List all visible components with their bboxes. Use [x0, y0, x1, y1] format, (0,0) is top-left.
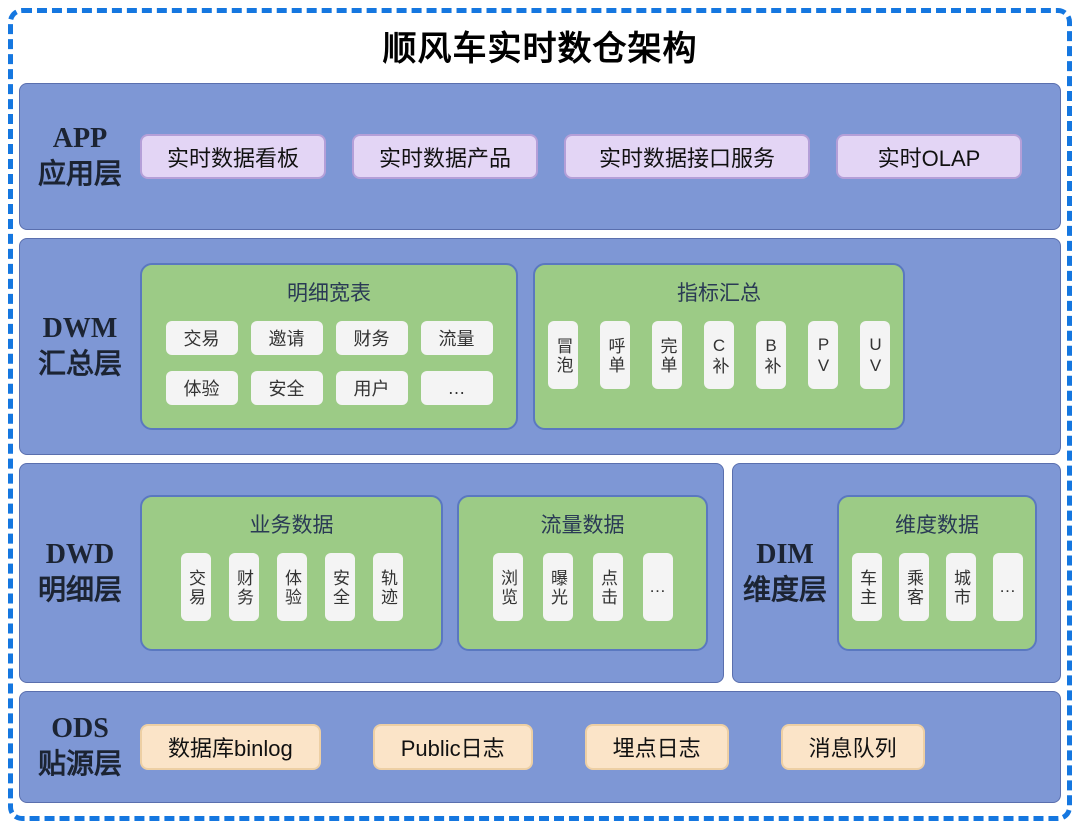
chip-uv: UV — [860, 321, 890, 389]
layer-dwm-label-zh: 汇总层 — [37, 348, 122, 380]
layer-dwd-dim-row: DWD 明细层 业务数据 交易 财务 体验 安全 轨迹 — [19, 463, 1061, 683]
group-business-data-title: 业务数据 — [249, 514, 334, 537]
app-item-realtime-api-service: 实时数据接口服务 — [564, 134, 810, 179]
app-item-realtime-product: 实时数据产品 — [352, 134, 538, 179]
chip-invite: 邀请 — [250, 321, 323, 355]
chip-ellipsis: … — [642, 553, 673, 621]
layer-ods: ODS 贴源层 数据库binlog Public日志 埋点日志 消息队列 — [19, 691, 1061, 803]
chip-safety: 安全 — [250, 371, 323, 405]
chip-safety: 安全 — [324, 553, 355, 621]
ods-item-tracking-log: 埋点日志 — [584, 724, 729, 770]
layer-dim-label-zh: 维度层 — [742, 575, 827, 606]
layer-dwm-content: 明细宽表 交易 邀请 财务 流量 体验 安全 用户 … 指标汇总 — [140, 263, 1060, 430]
layer-dwd-label: DWD 明细层 — [20, 537, 140, 609]
chip-experience: 体验 — [165, 371, 238, 405]
chip-experience: 体验 — [276, 553, 307, 621]
layer-dwd-label-zh: 明细层 — [37, 575, 122, 606]
chip-traffic: 流量 — [420, 321, 493, 355]
chip-ellipsis: … — [420, 371, 493, 405]
group-traffic-data-title: 流量数据 — [540, 514, 625, 537]
ods-item-message-queue: 消息队列 — [780, 724, 925, 770]
detail-wide-table-chips: 交易 邀请 财务 流量 体验 安全 用户 … — [152, 321, 506, 405]
chip-call-order: 呼单 — [600, 321, 630, 389]
group-detail-wide-table-title: 明细宽表 — [287, 282, 371, 305]
chip-impression: 曝光 — [542, 553, 573, 621]
chip-finance: 财务 — [228, 553, 259, 621]
chip-passenger: 乘客 — [898, 553, 929, 621]
app-item-realtime-dashboard: 实时数据看板 — [140, 134, 326, 179]
chip-browse: 浏览 — [492, 553, 523, 621]
layer-dwm-label: DWM 汇总层 — [20, 311, 140, 383]
layer-dim-label-en: DIM — [756, 539, 814, 571]
layer-app-label-en: APP — [52, 122, 108, 154]
chip-pv: PV — [808, 321, 838, 389]
layer-ods-label-zh: 贴源层 — [37, 749, 122, 780]
ods-item-db-binlog: 数据库binlog — [140, 724, 321, 770]
group-metric-summary-title: 指标汇总 — [677, 282, 761, 305]
chip-bubble: 冒泡 — [548, 321, 578, 389]
layer-dim-label: DIM 维度层 — [733, 537, 837, 609]
app-item-realtime-olap: 实时OLAP — [836, 134, 1022, 179]
ods-item-public-log: Public日志 — [372, 724, 533, 770]
chip-b-subsidy: B补 — [756, 321, 786, 389]
group-dimension-data: 维度数据 车主 乘客 城市 … — [837, 495, 1037, 651]
layer-dwm: DWM 汇总层 明细宽表 交易 邀请 财务 流量 体验 安全 用户 … — [19, 238, 1061, 455]
chip-trajectory: 轨迹 — [372, 553, 403, 621]
group-traffic-data: 流量数据 浏览 曝光 点击 … — [457, 495, 708, 651]
group-dimension-data-title: 维度数据 — [895, 514, 979, 537]
group-business-data: 业务数据 交易 财务 体验 安全 轨迹 — [140, 495, 443, 651]
group-metric-summary: 指标汇总 冒泡 呼单 完单 C补 B补 PV UV — [533, 263, 905, 430]
layer-dwm-label-en: DWM — [42, 312, 118, 344]
chip-trade: 交易 — [165, 321, 238, 355]
dimension-data-chips: 车主 乘客 城市 … — [849, 553, 1025, 621]
chip-city: 城市 — [945, 553, 976, 621]
group-detail-wide-table: 明细宽表 交易 邀请 财务 流量 体验 安全 用户 … — [140, 263, 518, 430]
chip-c-subsidy: C补 — [704, 321, 734, 389]
chip-driver: 车主 — [851, 553, 882, 621]
diagram-title: 顺风车实时数仓架构 — [382, 30, 698, 68]
layer-app: APP 应用层 实时数据看板 实时数据产品 实时数据接口服务 实时OLAP — [19, 83, 1061, 230]
diagram-frame: 顺风车实时数仓架构 APP 应用层 实时数据看板 实时数据产品 实时数据接口服务… — [8, 8, 1072, 821]
layer-dwd-content: 业务数据 交易 财务 体验 安全 轨迹 流量数据 浏览 曝 — [140, 495, 723, 651]
layer-app-label-zh: 应用层 — [37, 158, 122, 190]
chip-ellipsis: … — [992, 553, 1023, 621]
layer-dwd-label-en: DWD — [45, 539, 115, 571]
layer-ods-label-en: ODS — [51, 713, 109, 745]
traffic-data-chips: 浏览 曝光 点击 … — [469, 553, 696, 621]
chip-complete-order: 完单 — [652, 321, 682, 389]
layer-dwd: DWD 明细层 业务数据 交易 财务 体验 安全 轨迹 — [19, 463, 724, 683]
business-data-chips: 交易 财务 体验 安全 轨迹 — [152, 553, 431, 621]
layer-ods-label: ODS 贴源层 — [20, 711, 140, 783]
layer-dim-content: 维度数据 车主 乘客 城市 … — [837, 495, 1060, 651]
layer-app-label: APP 应用层 — [20, 121, 140, 193]
layer-dim: DIM 维度层 维度数据 车主 乘客 城市 … — [732, 463, 1061, 683]
chip-finance: 财务 — [335, 321, 408, 355]
layer-ods-content: 数据库binlog Public日志 埋点日志 消息队列 — [140, 724, 1060, 770]
chip-trade: 交易 — [180, 553, 211, 621]
chip-user: 用户 — [335, 371, 408, 405]
metric-summary-chips: 冒泡 呼单 完单 C补 B补 PV UV — [545, 321, 893, 389]
chip-click: 点击 — [592, 553, 623, 621]
layer-app-content: 实时数据看板 实时数据产品 实时数据接口服务 实时OLAP — [140, 134, 1060, 179]
